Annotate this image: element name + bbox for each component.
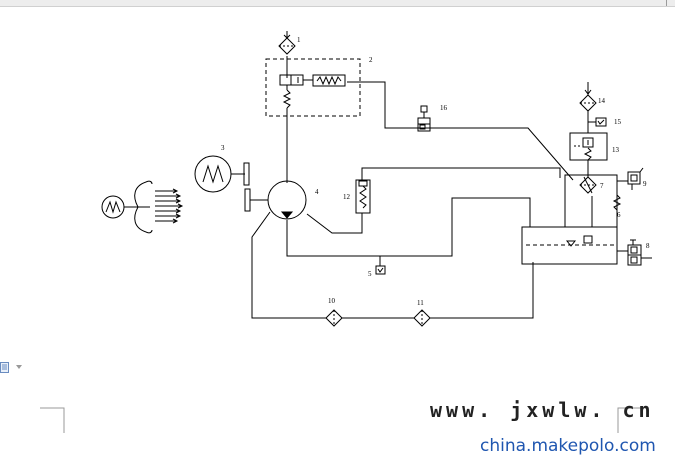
tank <box>521 226 618 265</box>
valve-12 <box>355 179 371 214</box>
source-watermark: china.makepolo.com <box>480 436 656 456</box>
crop-mark-left <box>40 407 65 433</box>
motor-3 <box>194 155 250 193</box>
filter-7 <box>564 168 618 228</box>
component-labels: 1 2 3 4 5 6 7 8 9 10 11 12 13 14 15 16 <box>221 36 650 307</box>
label-10: 10 <box>328 297 336 305</box>
label-13: 13 <box>612 146 620 154</box>
element-6 <box>612 194 622 211</box>
filter-10 <box>325 309 343 327</box>
site-watermark: www. jxwlw. cn <box>430 398 655 422</box>
label-16: 16 <box>440 104 448 112</box>
label-14: 14 <box>598 97 606 105</box>
label-1: 1 <box>297 36 301 44</box>
label-7: 7 <box>600 182 604 190</box>
fan-assembly <box>101 180 184 234</box>
relief-valve-2 <box>265 58 361 117</box>
dropdown-arrow-icon[interactable] <box>16 365 22 369</box>
switch-9 <box>627 167 644 190</box>
document-icon[interactable] <box>0 362 10 374</box>
label-6: 6 <box>617 211 621 219</box>
pump-4 <box>244 180 307 220</box>
label-4: 4 <box>315 188 319 196</box>
label-12: 12 <box>343 193 351 201</box>
label-9: 9 <box>643 180 647 188</box>
filter-14 <box>579 82 597 133</box>
label-5: 5 <box>368 270 372 278</box>
label-15: 15 <box>614 118 622 126</box>
window-top-bar <box>0 0 675 7</box>
valve-16 <box>417 105 431 132</box>
label-8: 8 <box>646 242 650 250</box>
label-3: 3 <box>221 144 225 152</box>
crop-mark-right <box>617 407 642 433</box>
label-11: 11 <box>417 299 424 307</box>
valve-13 <box>569 132 608 168</box>
filter-11 <box>413 309 431 327</box>
toolbar-stub <box>666 0 667 6</box>
valve-8 <box>627 239 642 266</box>
filter-1 <box>278 31 296 55</box>
gauge-5 <box>375 265 386 275</box>
gauge-15 <box>595 117 607 127</box>
pipelines <box>251 56 652 319</box>
label-2: 2 <box>369 56 373 64</box>
